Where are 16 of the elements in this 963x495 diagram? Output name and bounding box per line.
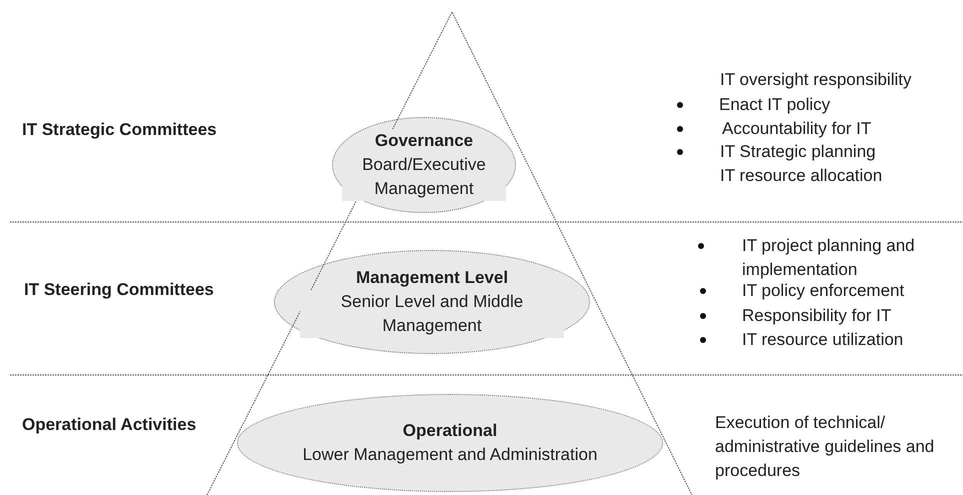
list-item: IT resource allocation [720, 165, 884, 187]
list-item: IT policy enforcement [742, 280, 906, 302]
list-item: Responsibility for IT [742, 305, 892, 327]
committee-label: IT Steering Committees [24, 279, 215, 301]
list-item: IT project planning and implementation [742, 235, 916, 281]
level-heading: Governance [372, 129, 476, 153]
list-item: IT oversight responsibility [720, 69, 912, 91]
list-item: IT Strategic planning [720, 141, 877, 163]
list-item: Accountability for IT [722, 118, 872, 140]
list-item: Execution of technical/ administrative guidelines and procedures [715, 412, 936, 482]
level-description: Senior Level and Middle Management [300, 290, 564, 338]
committee-label: Operational Activities [22, 414, 198, 436]
list-item: Enact IT policy [719, 94, 832, 116]
list-item: IT resource utilization [742, 329, 904, 351]
level-description: Board/Executive Management [342, 153, 506, 201]
committee-label: IT Strategic Committees [22, 119, 218, 141]
